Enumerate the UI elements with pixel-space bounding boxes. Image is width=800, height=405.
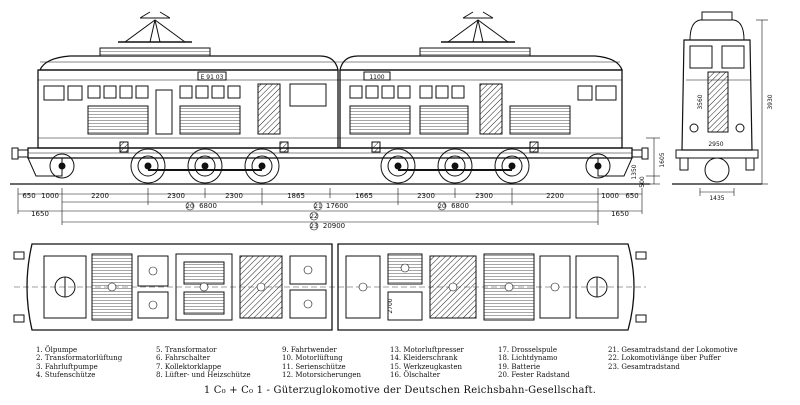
legend-item: 2. Transformatorlüftung [36, 354, 123, 363]
dimension-row1: 650 1000 2200 2300 2300 1865 1665 2300 2… [22, 192, 638, 200]
plate-right: 1100 [369, 74, 384, 81]
dimension-lines [17, 188, 643, 225]
dimension-row3: 1650 22 23 20900 1650 [31, 210, 629, 231]
figure-caption: 1 C₀ + C₀ 1 - Güterzuglokomotive der Deu… [203, 385, 597, 396]
legend-item: 20. Fester Radstand [498, 371, 570, 380]
legend-item: 23. Gesamtradstand [608, 362, 680, 371]
dim-6800-right: 6800 [451, 202, 469, 210]
dim-2300-c: 2300 [417, 192, 435, 200]
legend-item: 17. Drosselspule [498, 346, 558, 354]
dim-3930: 3930 [767, 94, 774, 109]
dim-650-left: 650 [22, 192, 35, 200]
legend-column-6: 21. Gesamtradstand der Lokomotive 22. Lo… [608, 346, 738, 371]
side-windows-right [349, 85, 465, 99]
legend-column-5: 17. Drosselspule 18. Lichtdynamo 19. Bat… [498, 346, 570, 380]
legend-item: 15. Werkzeugkasten [390, 362, 463, 371]
dim-1350: 1350 [631, 164, 638, 179]
pantograph-left [118, 11, 192, 43]
dim-2200-left: 2200 [91, 192, 109, 200]
dim-1000-left: 1000 [41, 192, 59, 200]
legend-item: 19. Batterie [498, 362, 541, 371]
circled-21: 21 [314, 203, 322, 210]
side-elevation [10, 11, 650, 185]
dimension-row2: 20 6800 20 6800 21 17600 [185, 201, 469, 211]
legend-item: 5. Transformator [156, 346, 217, 354]
dim-2200-right: 2200 [546, 192, 564, 200]
plan-view [13, 243, 647, 331]
legend-item: 6. Fahrschalter [156, 354, 211, 363]
pantograph-right [441, 11, 515, 43]
dim-1000-right: 1000 [601, 192, 619, 200]
plate-left: E 91 03 [201, 74, 224, 81]
dim-2300-b: 2300 [225, 192, 243, 200]
circled-23: 23 [310, 223, 318, 230]
side-windows-left [87, 85, 241, 99]
dim-20900: 20900 [323, 222, 345, 230]
legend-item: 10. Motorlüftung [282, 354, 343, 363]
legend-item: 14. Kleiderschrank [390, 354, 458, 363]
legend-item: 3. Fahrluftpumpe [36, 362, 98, 371]
dim-2300-d: 2300 [475, 192, 493, 200]
locomotive-drawing: E 91 03 1100 650 1000 2200 2300 2300 186… [10, 11, 774, 331]
legend-item: 12. Motorsicherungen [282, 371, 362, 380]
dim-650-right: 650 [625, 192, 638, 200]
right-vertical-dims [646, 137, 660, 185]
dim-1665: 1665 [355, 192, 373, 200]
legend-item: 8. Lüfter- und Heizschütze [156, 371, 251, 380]
dim-6800-left: 6800 [199, 202, 217, 210]
circled-20-left: 20 [186, 203, 194, 210]
dim-17600: 17600 [326, 202, 348, 210]
dim-2300-a: 2300 [167, 192, 185, 200]
circled-20-right: 20 [438, 203, 446, 210]
dim-2700: 2700 [387, 298, 394, 313]
legend-column-2: 5. Transformator 6. Fahrschalter 7. Koll… [156, 346, 251, 380]
dim-1865: 1865 [287, 192, 305, 200]
circled-22: 22 [310, 213, 318, 220]
legend-item: 22. Lokomotivlänge über Puffer [608, 354, 721, 363]
dim-1650-left: 1650 [31, 210, 49, 218]
dim-1435: 1435 [709, 195, 724, 202]
dim-500: 500 [639, 176, 646, 188]
dim-3560: 3560 [697, 94, 704, 109]
legend: 1. Ölpumpe 2. Transformatorlüftung 3. Fa… [36, 346, 796, 382]
legend-column-3: 9. Fahrtwender 10. Motorlüftung 11. Seri… [282, 346, 361, 380]
wheelset [49, 141, 611, 184]
legend-item: 7. Kollektorklappe [156, 362, 222, 371]
legend-item: 13. Motorluftpresser [390, 346, 464, 354]
legend-item: 1. Ölpumpe [36, 346, 78, 354]
legend-item: 16. Ölschalter [390, 371, 441, 380]
dim-2950: 2950 [708, 141, 723, 148]
legend-column-4: 13. Motorluftpresser 14. Kleiderschrank … [390, 346, 464, 380]
legend-item: 21. Gesamtradstand der Lokomotive [608, 346, 738, 354]
legend-item: 9. Fahrtwender [282, 346, 337, 354]
legend-column-1: 1. Ölpumpe 2. Transformatorlüftung 3. Fa… [36, 346, 122, 380]
dim-1650-right: 1650 [611, 210, 629, 218]
legend-item: 4. Stufenschütze [36, 371, 96, 380]
dim-1605: 1605 [659, 152, 666, 167]
end-view [672, 11, 768, 196]
legend-item: 11. Serienschütze [282, 362, 346, 371]
legend-item: 18. Lichtdynamo [498, 354, 558, 363]
